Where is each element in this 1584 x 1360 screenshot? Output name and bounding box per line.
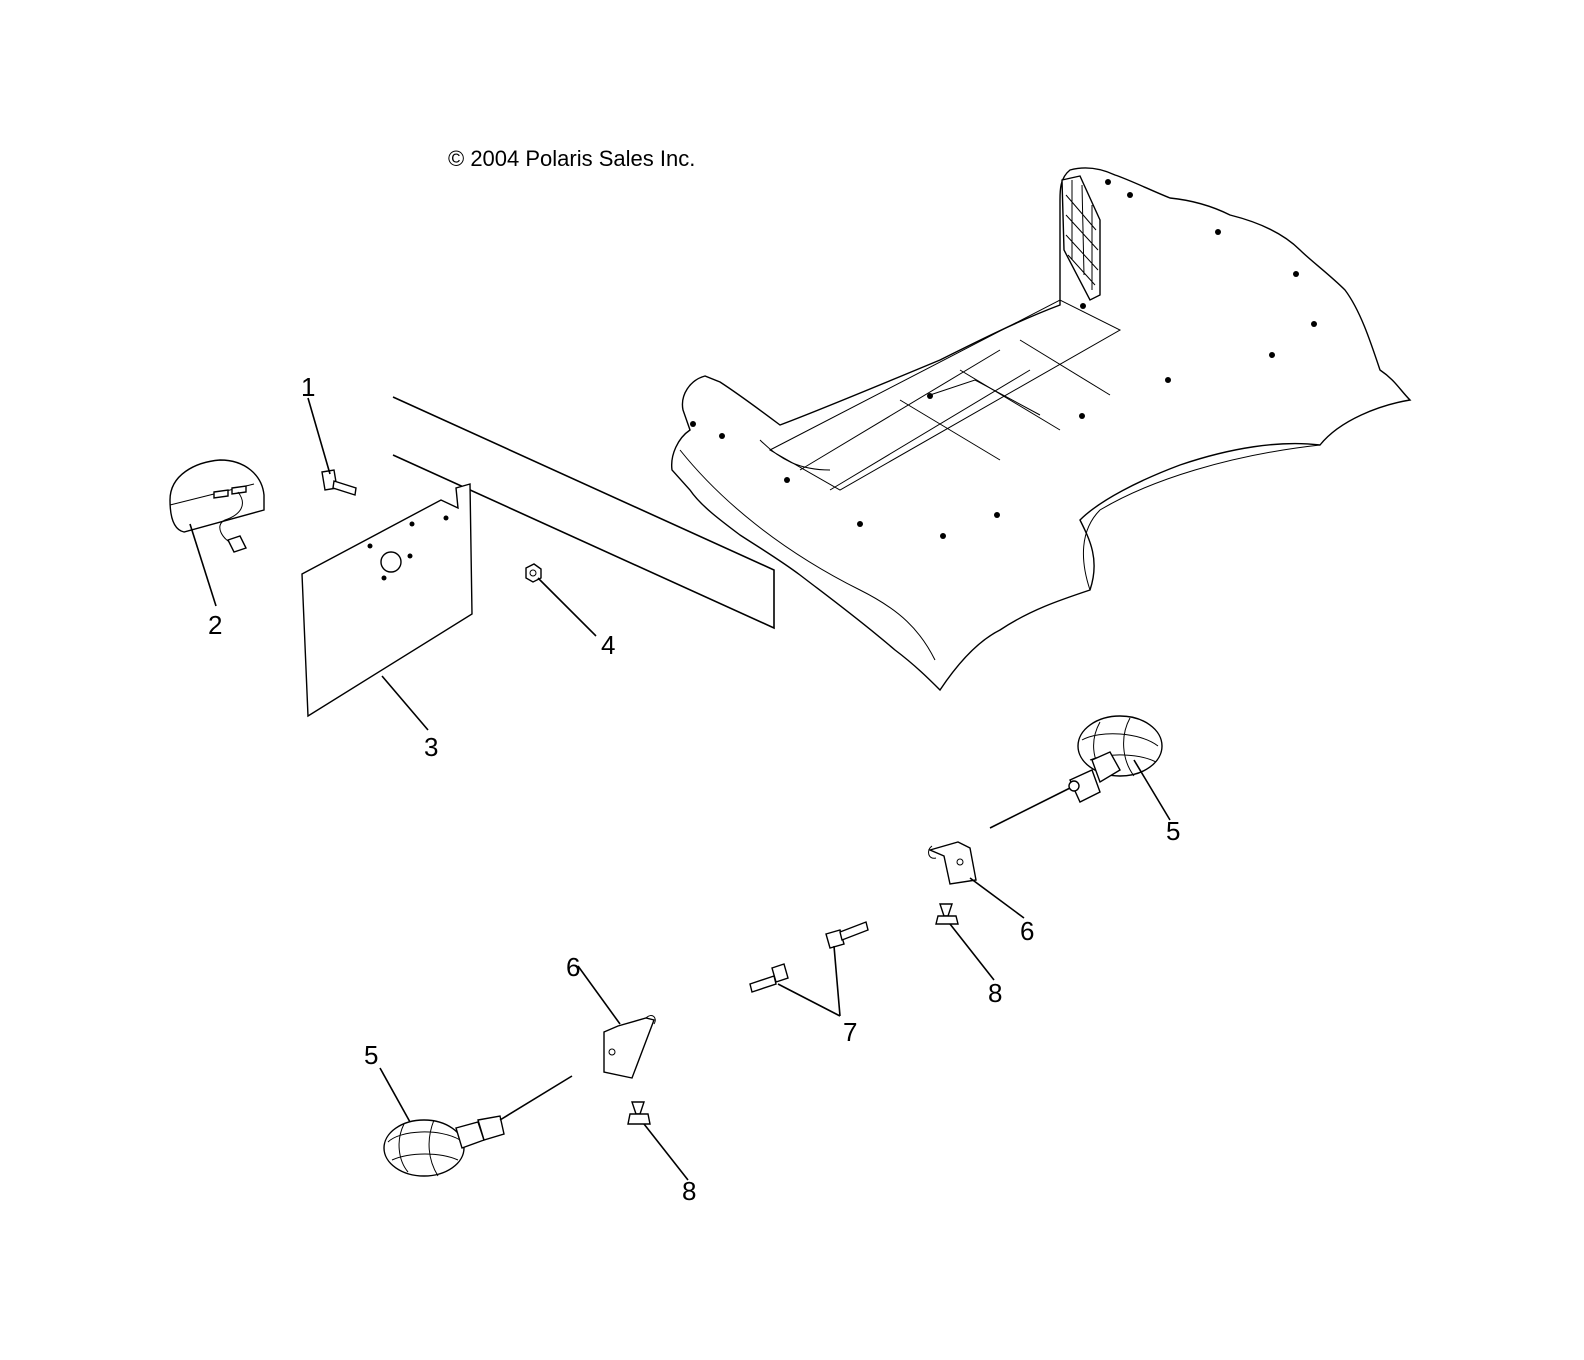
callout-5-left: 5	[364, 1040, 378, 1070]
copyright-text: © 2004 Polaris Sales Inc.	[448, 146, 695, 171]
fender-grille	[1061, 175, 1101, 301]
plate-mount-outline	[392, 396, 775, 630]
fender-mount-holes	[690, 179, 1317, 539]
bracket-6-left	[603, 1015, 656, 1079]
turn-signal-left	[383, 1115, 505, 1177]
bracket-6-right	[927, 841, 977, 885]
bolt-7	[749, 921, 869, 993]
nut-4	[525, 563, 542, 583]
callout-7: 7	[843, 1017, 857, 1047]
callout-2: 2	[208, 610, 222, 640]
callout-4: 4	[601, 630, 615, 660]
bolt-1	[321, 469, 357, 496]
leader-lines	[189, 397, 1171, 1181]
callout-8-left: 8	[682, 1176, 696, 1206]
turn-signal-right	[1068, 715, 1163, 803]
callout-6-left: 6	[566, 952, 580, 982]
callout-8-right: 8	[988, 978, 1002, 1008]
screw-8-left	[627, 1101, 651, 1125]
callout-3: 3	[424, 732, 438, 762]
rear-fender-body	[671, 167, 1412, 692]
tail-light	[169, 459, 265, 553]
screw-8-right	[935, 903, 959, 925]
callout-1: 1	[301, 372, 315, 402]
callout-5-right: 5	[1166, 816, 1180, 846]
license-plate-bracket	[301, 483, 473, 718]
callout-6-right: 6	[1020, 916, 1034, 946]
